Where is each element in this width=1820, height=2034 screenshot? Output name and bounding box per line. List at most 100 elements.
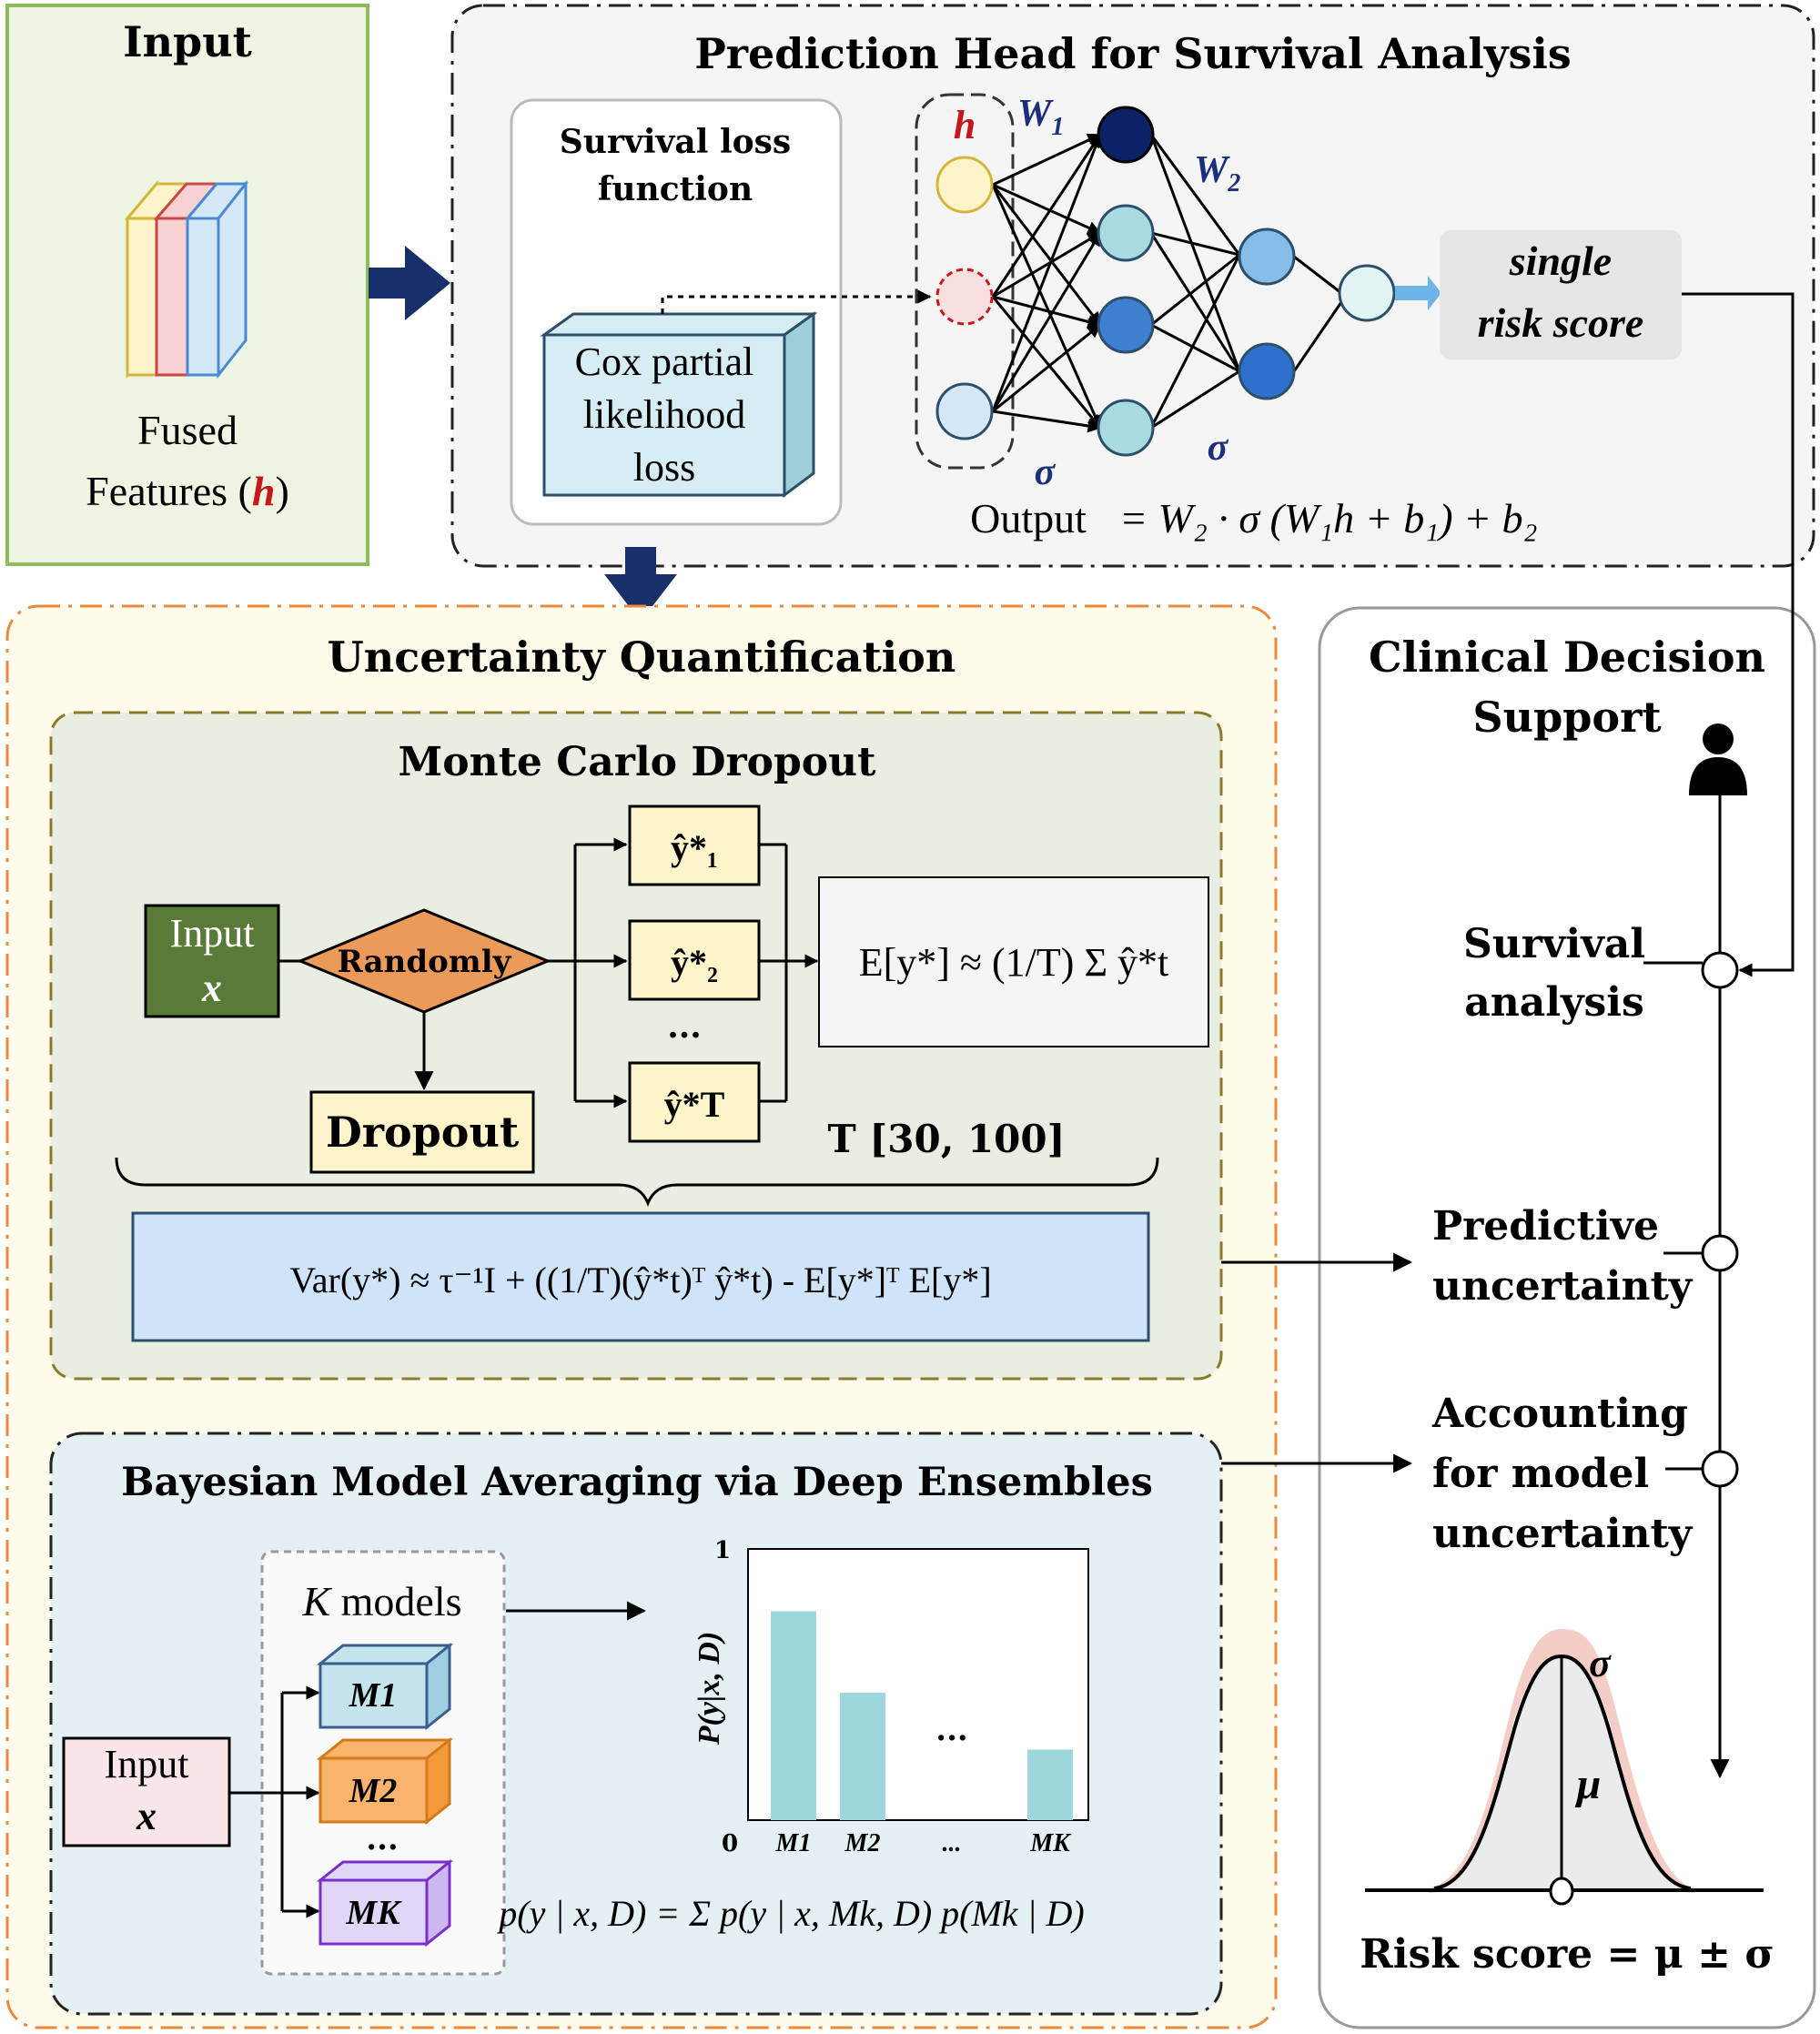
- accounting-line2: for model: [1432, 1451, 1649, 1497]
- loss-box-title-line1: Survival loss: [560, 123, 791, 161]
- cox-line2: likelihood: [583, 392, 745, 437]
- randomly-label: Randomly: [338, 944, 512, 980]
- input-layer-bracket: [915, 93, 1015, 470]
- chart-xtick-2: ...: [943, 1829, 962, 1857]
- survival-line1: Survival: [1463, 921, 1645, 967]
- m1-label: M1: [349, 1676, 398, 1715]
- cube-model-icon: [316, 1736, 454, 1826]
- input-panel-title: Input: [123, 17, 253, 66]
- input-panel-label-line1: Fused: [137, 407, 238, 453]
- chart-bar-0: [771, 1611, 816, 1820]
- chart-ytick-top: 1: [714, 1537, 731, 1564]
- cube-dots: ...: [366, 1821, 399, 1857]
- prediction-head-panel: Prediction Head for Survival Analysis Su…: [450, 4, 1815, 568]
- w1-label: W1: [1017, 93, 1064, 141]
- hidden1-node-4: [1097, 399, 1155, 457]
- bma-input-line1: Input: [105, 1742, 189, 1786]
- network-edges: [991, 133, 1343, 433]
- variance-formula: Var(y*) ≈ τ⁻¹I + ((1/T)(ŷ*t)ᵀ ŷ*t) - E[y…: [289, 1260, 991, 1300]
- survival-node: [1701, 951, 1739, 989]
- input-node-1: [935, 156, 994, 214]
- chart-dots: ...: [935, 1712, 968, 1748]
- arrow-input-to-head: [369, 246, 450, 320]
- input-node-dropped: [935, 268, 994, 326]
- mc-input-line1: Input: [170, 911, 255, 956]
- uncertainty-panel: Uncertainty Quantification Monte Carlo D…: [5, 604, 1278, 2029]
- input-panel-label-line2: Features (h): [86, 468, 289, 514]
- mc-dropout-title: Monte Carlo Dropout: [399, 739, 877, 785]
- dropout-label: Dropout: [326, 1108, 520, 1157]
- h-label: h: [954, 103, 976, 147]
- output-node: [1338, 264, 1396, 322]
- m2-label: M2: [349, 1772, 398, 1810]
- bma-title: Bayesian Model Averaging via Deep Ensemb…: [121, 1460, 1153, 1505]
- mc-input-line2: x: [201, 966, 222, 1010]
- risk-score-box: [1440, 230, 1682, 359]
- arrow-to-risk-score: [1395, 276, 1441, 310]
- hidden2-node-2: [1238, 342, 1296, 400]
- sigma-label-layer2: σ: [1208, 427, 1229, 469]
- clinical-panel: Clinical Decision Support Survival analy…: [1318, 292, 1816, 2029]
- risk-score-connector: [1682, 292, 1795, 977]
- hidden1-node-2: [1097, 204, 1155, 262]
- predictive-line2: uncertainty: [1432, 1263, 1694, 1310]
- output-equation: = W₂ · σ (W₁h + b₁) + b₂: [1119, 495, 1538, 541]
- hidden1-node-1: [1097, 106, 1155, 164]
- clinical-title-line2: Support: [1472, 693, 1662, 742]
- risk-score-line1: single: [1509, 238, 1612, 284]
- input-panel: Input Fused Features (h): [5, 4, 369, 566]
- accounting-node: [1701, 1450, 1739, 1488]
- loss-box-title-line2: function: [598, 170, 753, 208]
- fused-features-stack-icon: [124, 179, 249, 379]
- hidden2-node-1: [1238, 228, 1296, 286]
- t-range-label: T [30, 100]: [828, 1117, 1066, 1161]
- chart-bar-1: [840, 1692, 885, 1820]
- predictive-node: [1701, 1234, 1739, 1272]
- mu-label: μ: [1574, 1760, 1602, 1808]
- cube-model-icon: [316, 1858, 454, 1948]
- k-models-label: K models: [301, 1578, 461, 1624]
- y-hat-dots: ...: [667, 1007, 702, 1046]
- chart-bar-3: [1027, 1749, 1073, 1820]
- y-hat-1-box: [628, 804, 761, 886]
- brace: [115, 1157, 1159, 1208]
- expectation-box: [818, 876, 1209, 1047]
- hidden1-node-3: [1097, 296, 1155, 354]
- mk-label: MK: [345, 1894, 402, 1932]
- y-hat-2-label: ŷ*₂: [671, 942, 718, 983]
- input-node-3: [935, 382, 994, 440]
- chart-xtick-1: M2: [844, 1829, 881, 1857]
- bma-input-box: [62, 1736, 231, 1847]
- sigma-band: [1429, 1629, 1694, 1893]
- mc-input-box: [144, 904, 280, 1018]
- risk-score-formula: Risk score = μ ± σ: [1360, 1931, 1774, 1978]
- bma-input-line2: x: [136, 1794, 157, 1838]
- sigma-label: σ: [1589, 1641, 1612, 1685]
- expectation-formula: E[y*] ≈ (1/T) Σ ŷ*t: [859, 940, 1169, 985]
- gaussian-mean-point: [1549, 1877, 1574, 1906]
- accounting-line3: uncertainty: [1432, 1511, 1694, 1557]
- sigma-label-layer1: σ: [1035, 451, 1057, 493]
- cox-line3: loss: [633, 445, 695, 490]
- arrow-head-to-uq: [604, 547, 677, 622]
- y-hat-T-label: ŷ*T: [664, 1084, 725, 1125]
- cox-line1: Cox partial: [575, 339, 754, 384]
- risk-score-line2: risk score: [1478, 299, 1644, 346]
- cube-model-icon: [316, 1642, 454, 1731]
- output-label: Output: [970, 495, 1087, 541]
- chart-ytick-bottom: 0: [722, 1830, 738, 1857]
- variance-box: [131, 1211, 1150, 1342]
- y-hat-2-box: [628, 919, 761, 1001]
- uncertainty-title: Uncertainty Quantification: [328, 632, 956, 682]
- accounting-line1: Accounting: [1431, 1391, 1688, 1437]
- person-icon: [1689, 724, 1747, 795]
- survival-line2: analysis: [1464, 979, 1644, 1026]
- y-hat-1-label: ŷ*₁: [671, 827, 718, 868]
- cox-loss-box-icon: [540, 311, 818, 498]
- w2-label: W2: [1194, 149, 1240, 197]
- predictive-line1: Predictive: [1432, 1203, 1659, 1250]
- prediction-head-title: Prediction Head for Survival Analysis: [694, 29, 1572, 78]
